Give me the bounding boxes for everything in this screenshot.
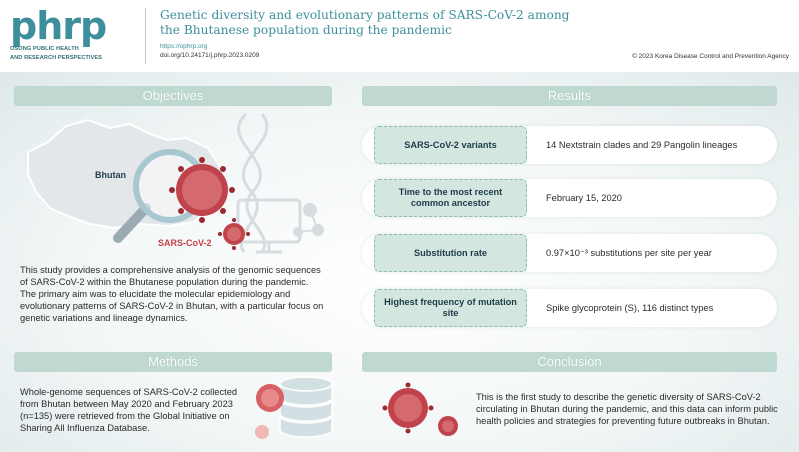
result-value: 14 Nextstrain clades and 29 Pangolin lin… <box>546 140 738 150</box>
result-value: February 15, 2020 <box>546 193 622 203</box>
conclusion-heading: Conclusion <box>362 352 777 372</box>
sars-cov-2-label: SARS-CoV-2 <box>158 238 212 248</box>
conclusion-virus-illustration <box>382 382 458 436</box>
methods-heading: Methods <box>14 352 332 372</box>
objectives-heading: Objectives <box>14 86 332 106</box>
logo-subtitle-line1: OSONG PUBLIC HEALTH <box>10 46 79 52</box>
journal-url[interactable]: https://ophrp.org <box>160 43 208 50</box>
virus-icon-conclusion-large <box>382 382 434 434</box>
virus-icon-methods-large <box>256 384 284 412</box>
header: phrp OSONG PUBLIC HEALTH AND RESEARCH PE… <box>0 0 799 72</box>
result-value: Spike glycoprotein (S), 116 distinct typ… <box>546 303 714 313</box>
molecule-network-icon <box>293 203 324 237</box>
article-title: Genetic diversity and evolutionary patte… <box>160 8 570 37</box>
result-row-variants: SARS-CoV-2 variants 14 Nextstrain clades… <box>362 126 777 164</box>
result-value: 0.97×10⁻³ substitutions per site per yea… <box>546 247 712 258</box>
result-row-substitution-rate: Substitution rate 0.97×10⁻³ substitution… <box>362 234 777 272</box>
result-label: SARS-CoV-2 variants <box>374 126 527 164</box>
result-row-tmrca: Time to the most recent common ancestor … <box>362 179 777 217</box>
phrp-logo: phrp OSONG PUBLIC HEALTH AND RESEARCH PE… <box>10 4 135 62</box>
monitor-icon <box>236 198 302 254</box>
result-label: Time to the most recent common ancestor <box>374 179 527 217</box>
header-divider <box>145 8 146 64</box>
doi-link[interactable]: doi.org/10.24171/j.phrp.2023.0209 <box>160 52 260 59</box>
conclusion-text: This is the first study to describe the … <box>476 392 778 426</box>
bhutan-label: Bhutan <box>95 170 126 180</box>
logo-wordmark: phrp <box>10 4 107 48</box>
logo-subtitle-line2: AND RESEARCH PERSPECTIVES <box>10 55 103 61</box>
result-label: Highest frequency of mutation site <box>374 289 527 327</box>
virus-icon-small <box>218 218 250 250</box>
database-illustration <box>255 376 333 439</box>
result-row-mutation-site: Highest frequency of mutation site Spike… <box>362 289 777 327</box>
methods-text: Whole-genome sequences of SARS-CoV-2 col… <box>20 387 238 433</box>
virus-icon-large <box>169 157 235 223</box>
virus-icon-methods-small <box>255 425 269 439</box>
bhutan-map-illustration <box>27 112 324 254</box>
database-icon <box>279 376 333 438</box>
result-label: Substitution rate <box>374 234 527 272</box>
copyright-notice: © 2023 Korea Disease Control and Prevent… <box>632 53 789 60</box>
results-heading: Results <box>362 86 777 106</box>
objectives-text: This study provides a comprehensive anal… <box>20 265 324 323</box>
virus-icon-conclusion-small <box>438 416 458 436</box>
